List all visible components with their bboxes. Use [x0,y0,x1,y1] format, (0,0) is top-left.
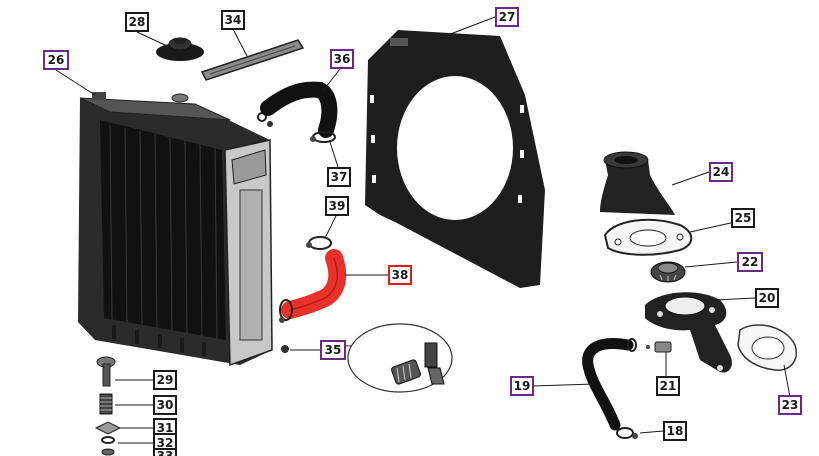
drain-cock [281,323,453,393]
callout-23[interactable]: 23 [778,395,802,415]
bypass-hose [582,338,638,439]
callout-20[interactable]: 20 [755,288,779,308]
callout-21[interactable]: 21 [656,376,680,396]
thermostat [650,261,686,283]
callout-39[interactable]: 39 [325,196,349,216]
callout-36[interactable]: 36 [330,49,354,69]
hose-nipple [646,341,672,353]
callout-30[interactable]: 30 [153,395,177,415]
callout-33[interactable]: 33 [153,448,177,456]
hose-clamp [306,236,332,250]
mounting-bolt-stack [94,356,122,456]
housing-gasket [603,218,693,256]
callout-34[interactable]: 34 [221,10,245,30]
callout-27[interactable]: 27 [495,7,519,27]
leader-lines [55,16,791,444]
radiator [78,92,273,367]
callout-26[interactable]: 26 [43,50,69,70]
upper-hose [260,81,338,143]
callout-19[interactable]: 19 [510,376,534,396]
rubber-boot [600,151,675,215]
callout-37[interactable]: 37 [327,167,351,187]
callout-18[interactable]: 18 [663,421,687,441]
fan-shroud [365,30,545,288]
gasket-strip [200,39,305,81]
callout-22[interactable]: 22 [737,252,763,272]
thermostat-housing [645,292,732,373]
callout-25[interactable]: 25 [731,208,755,228]
callout-35[interactable]: 35 [320,340,346,360]
lower-hose-highlighted [279,249,347,323]
callout-29[interactable]: 29 [153,370,177,390]
callout-28[interactable]: 28 [125,12,149,32]
callout-38[interactable]: 38 [388,265,412,285]
radiator-cap [156,37,204,61]
outlet-gasket [737,324,797,371]
callout-24[interactable]: 24 [709,162,733,182]
